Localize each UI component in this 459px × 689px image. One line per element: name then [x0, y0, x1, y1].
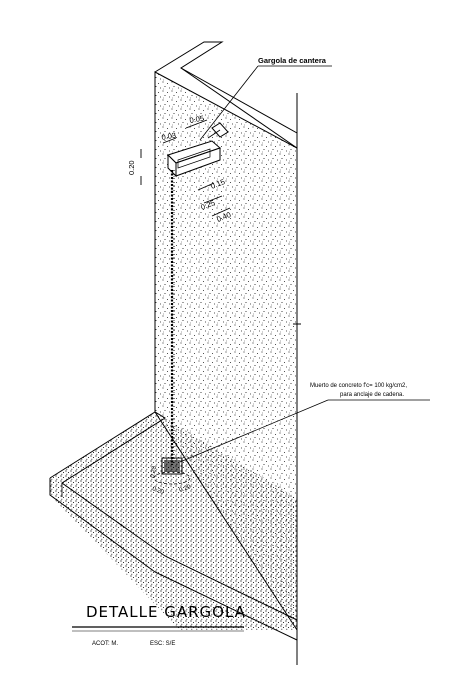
concrete-label-line1: Muerto de concreto f'c= 100 kg/cm2, — [310, 383, 407, 389]
scale-label: ESC: S/E — [150, 641, 175, 647]
dim-base-c: 0.20 — [179, 484, 193, 494]
floor-surface — [50, 412, 297, 630]
wall-top-inner — [180, 67, 298, 149]
dim-base-a: 0.20 — [150, 465, 158, 478]
units-label: ACOT: M. — [92, 641, 118, 647]
dim-base-b: 0.20 — [151, 486, 165, 496]
gargoyle-block — [167, 122, 229, 178]
wall-top-edge — [154, 41, 298, 134]
gargoyle-label: Gargola de cantera — [258, 56, 327, 65]
dim-020: 0.20 — [127, 160, 136, 175]
dim-005: 0.05 — [189, 114, 205, 125]
concrete-label-line2: para anclaje de cadena. — [340, 392, 404, 398]
curb-bottom-edge — [49, 478, 298, 641]
dimension-ticks — [140, 119, 231, 217]
curb-outer-edge — [49, 411, 298, 621]
concrete-leader — [179, 399, 329, 463]
chain — [170, 170, 175, 465]
concrete-anchor — [153, 457, 191, 485]
drawing-title: DETALLE GARGOLA — [86, 603, 246, 621]
gargoyle-leader — [199, 65, 259, 141]
dim-003: 0.03 — [161, 131, 177, 142]
